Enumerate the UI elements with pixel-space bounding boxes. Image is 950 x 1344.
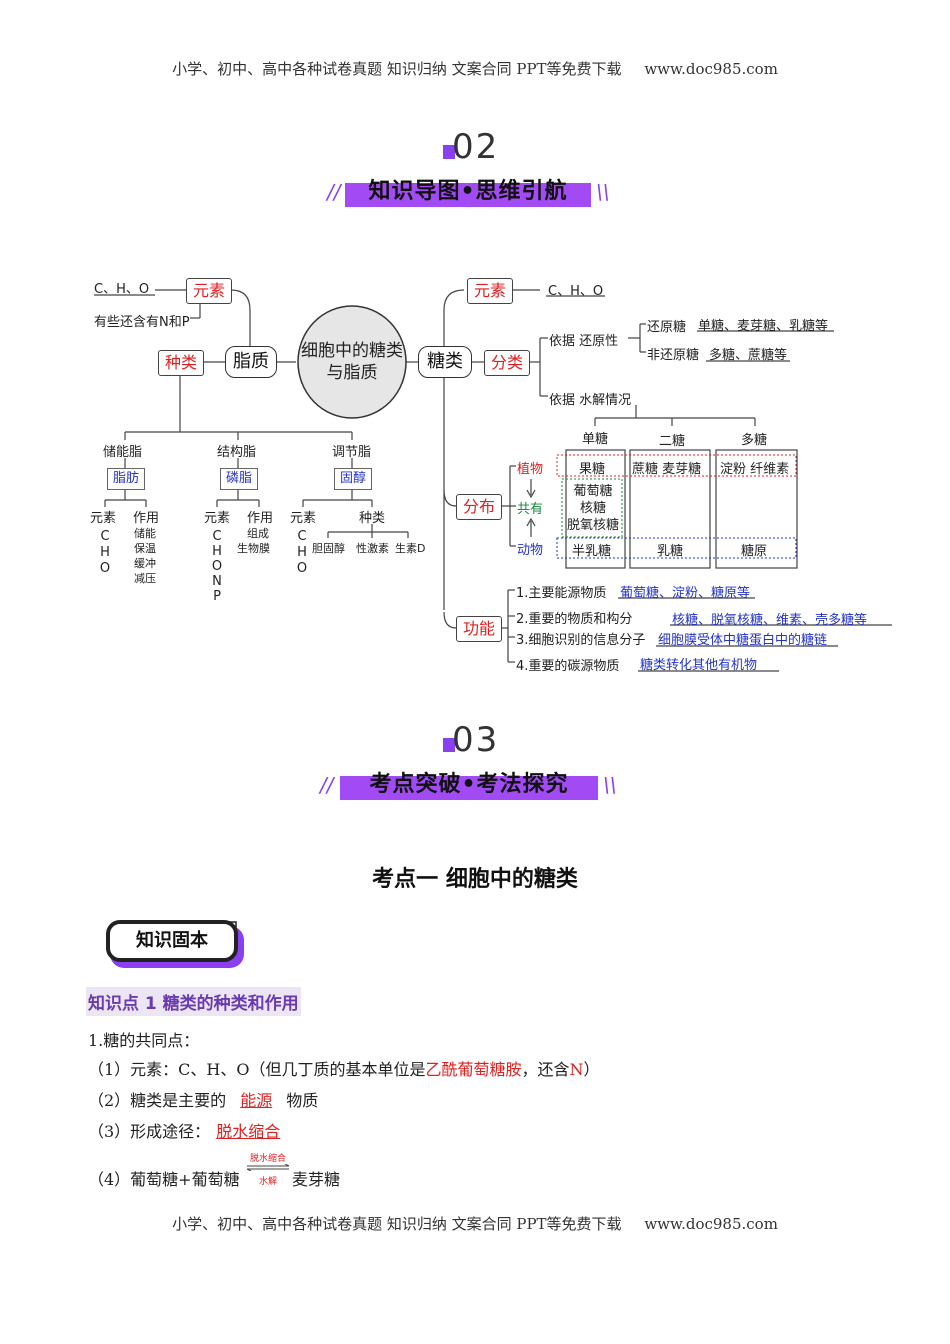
- plant-cell: 果糖: [579, 462, 606, 477]
- function-answer: 糖类转化其他有机物: [640, 658, 758, 673]
- page-footer: 小学、初中、高中各种试卷真题 知识归纳 文案合同 PPT等免费下载 www.do…: [0, 1213, 950, 1234]
- function-answer: 核糖、脱氧核糖、维素、壳多糖等: [672, 613, 868, 628]
- fat-tag: 脂肪: [107, 468, 145, 490]
- plant-cell: 蔗糖 麦芽糖: [632, 462, 702, 477]
- function-item: 4.重要的碳源物质: [516, 659, 620, 674]
- function-item: 1.主要能源物质: [516, 586, 607, 601]
- section2-accent: [443, 145, 455, 159]
- col-mono: 单糖: [582, 432, 609, 447]
- col-di: 二糖: [659, 434, 686, 449]
- sugar-dist-box: 分布: [456, 494, 502, 520]
- sugar-element-box: 元素: [467, 278, 513, 304]
- line-elements: （1）元素：C、H、O（但几丁质的基本单位是乙酰葡萄糖胺，还含N）: [88, 1060, 600, 1079]
- lipid-group-heading: 储能脂: [103, 445, 143, 460]
- mindmap-center: 细胞中的糖类与脂质: [301, 341, 403, 383]
- line-reaction: （4）葡萄糖+葡萄糖: [88, 1170, 240, 1189]
- sugar-elements: C、H、O: [548, 284, 604, 299]
- slash-right-icon: \\: [596, 180, 610, 204]
- section3-banner-bg: [340, 776, 598, 800]
- fat-roles: 储能保温缓冲减压: [134, 527, 156, 585]
- sugar-classify-box: 分类: [484, 350, 530, 376]
- section2-banner-bg: [345, 183, 591, 207]
- sugar-node: 糖类: [418, 346, 472, 378]
- group-role-label: 作用: [133, 511, 160, 526]
- group-elems: C H O: [296, 529, 308, 576]
- group-role-label: 作用: [247, 511, 274, 526]
- lipid-node: 脂质: [225, 346, 277, 378]
- group-role-label: 种类: [359, 511, 386, 526]
- section3-number: 03: [452, 720, 500, 760]
- section2-number: 02: [452, 127, 500, 167]
- function-answer: 葡萄糖、淀粉、糖原等: [620, 586, 751, 601]
- sugar-function-box: 功能: [456, 616, 502, 642]
- knowledge-point-heading: 知识点 1 糖类的种类和作用: [86, 987, 301, 1016]
- line-formation: （3）形成途径：脱水缩合: [88, 1118, 294, 1142]
- group-elem-label: 元素: [290, 511, 317, 526]
- phospholipid-roles: 组成生物膜: [237, 527, 270, 555]
- section2-title: 知识导图•思维引航: [368, 179, 568, 204]
- animal-cell: 糖原: [741, 544, 768, 559]
- reversible-arrow-icon: [246, 1163, 290, 1172]
- group-elems: C H O N P: [211, 529, 223, 604]
- section3-title: 考点突破•考法探究: [369, 772, 569, 797]
- footer-text: 小学、初中、高中各种试卷真题 知识归纳 文案合同 PPT等免费下载: [172, 1215, 622, 1233]
- reducing-examples: 单糖、麦芽糖、乳糖等: [698, 319, 829, 334]
- answer-formation: 脱水缩合: [216, 1122, 281, 1141]
- lipid-group-heading: 调节脂: [332, 445, 372, 460]
- plant-cell: 淀粉 纤维素: [720, 462, 790, 477]
- lipid-type-box: 种类: [158, 350, 204, 376]
- slash-left-icon: //: [327, 180, 341, 204]
- header-text: 小学、初中、高中各种试卷真题 知识归纳 文案合同 PPT等免费下载: [172, 60, 622, 78]
- reducing-label: 还原糖: [647, 320, 687, 335]
- phospholipid-tag: 磷脂: [220, 468, 258, 490]
- classify-basis-reducing: 依据 还原性: [549, 334, 619, 349]
- lipid-elements: C、H、O: [94, 282, 150, 297]
- line-common: 1.糖的共同点：: [88, 1031, 200, 1050]
- sterol-kind: 胆固醇: [312, 542, 345, 555]
- slash-left-icon: //: [320, 773, 334, 797]
- page-header: 小学、初中、高中各种试卷真题 知识归纳 文案合同 PPT等免费下载 www.do…: [0, 58, 950, 79]
- animal-cell: 半乳糖: [572, 544, 612, 559]
- nonreducing-examples: 多糖、蔗糖等: [709, 348, 788, 363]
- plant-label: 植物: [517, 462, 544, 477]
- col-poly: 多糖: [741, 433, 768, 448]
- lipid-element-box: 元素: [186, 278, 232, 304]
- function-item: 3.细胞识别的信息分子: [516, 633, 646, 648]
- lipid-group-heading: 结构脂: [217, 445, 257, 460]
- reaction-arrow: 脱水缩合 水解: [245, 1151, 291, 1187]
- section3-accent: [443, 738, 455, 752]
- line-product: 麦芽糖: [292, 1170, 341, 1189]
- sterol-kind: 生素D: [395, 542, 426, 555]
- group-elem-label: 元素: [204, 511, 231, 526]
- shared-label: 共有: [517, 502, 544, 517]
- lipid-elements-note: 有些还含有N和P: [94, 315, 190, 330]
- line-energy: （2）糖类是主要的能源物质: [88, 1091, 319, 1110]
- header-url[interactable]: www.doc985.com: [644, 60, 778, 78]
- answer-energy: 能源: [240, 1091, 273, 1110]
- shared-cell: 葡萄糖核糖脱氧核糖: [566, 484, 619, 533]
- nonreducing-label: 非还原糖: [647, 348, 700, 363]
- kaodian-title: 考点一 细胞中的糖类: [372, 867, 578, 892]
- sterol-tag: 固醇: [334, 468, 372, 490]
- animal-label: 动物: [517, 543, 544, 558]
- group-elems: C H O: [99, 529, 111, 576]
- knowledge-badge: 知识固本: [106, 920, 238, 962]
- function-answer: 细胞膜受体中糖蛋白中的糖链: [658, 633, 828, 648]
- group-elem-label: 元素: [90, 511, 117, 526]
- slash-right-icon: \\: [603, 773, 617, 797]
- classify-basis-hydrolysis: 依据 水解情况: [549, 393, 632, 408]
- footer-url[interactable]: www.doc985.com: [644, 1215, 778, 1233]
- animal-cell: 乳糖: [657, 544, 684, 559]
- sterol-kind: 性激素: [356, 542, 389, 555]
- function-item: 2.重要的物质和构分: [516, 612, 633, 627]
